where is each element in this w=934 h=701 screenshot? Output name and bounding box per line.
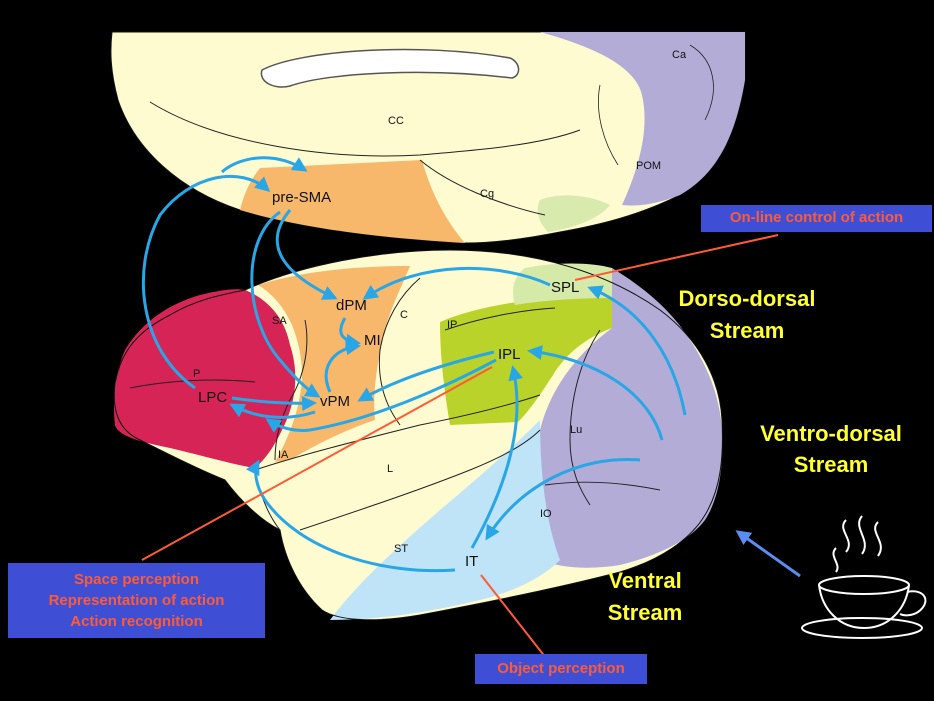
space-perception-line2: Representation of action [48,592,225,609]
space-perception-line3: Action recognition [70,613,203,630]
label-p: P [193,368,200,380]
online-control-box: On-line control of action [701,205,932,232]
label-c: C [400,309,408,321]
medial-hemisphere [110,31,746,244]
region-labels: CC Ca POM Cg pre-SMA dPM SA C IP MI P LP… [193,49,687,570]
arrow-ipl-to-vpm [357,350,495,402]
lunate-sulcus [569,329,601,506]
label-spl: SPL [551,279,579,296]
medial-sulcus-3 [598,84,619,166]
label-ia: IA [278,449,289,461]
steam-2 [858,515,866,555]
arrow-ipl-to-vpm-2 [265,358,497,433]
ipl-region [440,297,612,425]
label-lpc: LPC [198,389,227,406]
lpc-region [114,289,296,468]
arrow-ventrodorsal-to-ipl [527,345,664,441]
connection-arrows [142,156,687,573]
intraparietal-sulcus [444,307,556,331]
dorso-dorsal-line1: Dorso-dorsal [679,286,816,311]
label-cg: Cg [480,188,494,200]
arcuate-sulcus [274,319,308,461]
label-ca: Ca [672,49,687,61]
space-perception-box: Space perception Representation of actio… [8,563,265,638]
label-st: ST [394,543,408,555]
arrow-dpm-to-presma [220,156,308,174]
lateral-sulcus [254,394,541,471]
label-ipl: IPL [498,346,521,363]
ventral-line2: Stream [608,600,683,625]
stimulus-arrow [735,530,801,578]
cingulate-sulcus [149,101,581,157]
dorso-dorsal-line2: Stream [710,318,785,343]
inferior-occipital-sulcus [544,481,661,491]
ventral-region [330,420,560,620]
arrow-it-to-ipl [470,365,524,549]
ventral-line1: Ventral [608,568,681,593]
arrow-dorsal-to-spl [587,285,687,416]
medial-sulcus-2 [419,159,546,216]
corpus-callosum [260,48,520,88]
label-mi: MI [364,332,381,349]
label-dpm: dPM [336,297,367,314]
label-it: IT [465,553,478,570]
label-io: IO [540,508,552,520]
saucer [801,617,923,639]
occipital-medial-region [540,32,745,206]
object-perception-box: Object perception [475,654,647,684]
lateral-outline [113,249,723,621]
superior-temporal-sulcus [299,429,541,531]
arrow-vpm-to-mi [324,340,361,393]
label-pre-sma: pre-SMA [272,189,331,206]
annotation-lines [141,234,779,659]
label-vpm: vPM [320,393,350,410]
stream-labels: Dorso-dorsal Stream Ventro-dorsal Stream… [608,286,902,625]
occipital-lateral-region [532,268,723,568]
object-perception-text: Object perception [497,660,625,677]
label-l: L [387,463,393,475]
arrow-presma-to-vpm [250,210,321,398]
principal-sulcus [129,379,256,389]
ventro-dorsal-line1: Ventro-dorsal [760,421,902,446]
steam-4 [832,547,839,573]
pre-sma-region [240,160,465,243]
online-control-text: On-line control of action [729,209,904,226]
line-online-control [574,234,779,281]
medial-sulcus-4 [689,44,714,121]
arrow-lpc-to-presma [142,174,271,390]
label-sa: SA [272,315,287,327]
cup-body [818,584,910,630]
coffee-cup-icon [801,515,927,639]
arrow-spl-to-dpm [362,266,551,300]
line-space-perception [141,366,493,561]
cup-handle [899,590,927,617]
ventro-dorsal-line2: Stream [794,452,869,477]
space-perception-line1: Space perception [73,571,200,588]
arrow-it-to-lpc [245,459,456,573]
label-cc: CC [388,115,404,127]
steam-3 [874,521,882,557]
line-object-perception [480,574,547,659]
label-lu: Lu [570,424,582,436]
label-pom: POM [636,160,661,172]
arrow-lpc-to-vpm [231,396,317,411]
arrow-ventral-to-it [485,457,641,541]
arrow-vpm-to-lpc [229,403,316,419]
label-ip: IP [447,319,457,331]
medial-green-region [537,195,610,232]
steam-1 [842,519,850,553]
arrow-presma-to-dpm [275,209,338,300]
central-sulcus [378,277,421,426]
cup-rim [818,575,910,595]
